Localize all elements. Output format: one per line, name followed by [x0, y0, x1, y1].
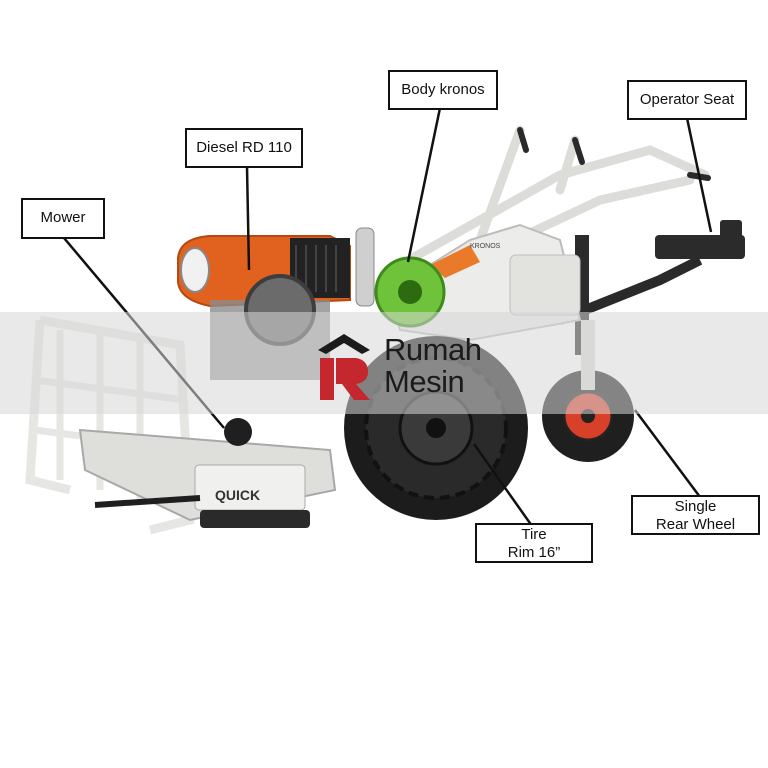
tire-label-line1: Tire: [521, 526, 547, 543]
watermark-line2: Mesin: [384, 364, 465, 399]
mower-shape: QUICK: [25, 315, 337, 535]
callout-body: Body kronos: [388, 70, 498, 110]
callout-mower: Mower: [21, 198, 105, 239]
rumah-mesin-logo-icon: [318, 334, 370, 400]
wheel-label-line2: Rear Wheel: [655, 516, 736, 533]
callout-seat: Operator Seat: [627, 80, 747, 120]
kronos-decal: KRONOS: [470, 243, 501, 250]
callout-rear-wheel: Single Rear Wheel: [631, 495, 760, 535]
watermark-logo: Rumah Mesin: [312, 330, 512, 402]
wheel-label-line1: Single: [674, 498, 717, 515]
mower-label: Mower: [40, 209, 86, 226]
seat-label: Operator Seat: [639, 91, 735, 108]
tire-label-line2: Rim 16”: [507, 544, 561, 561]
watermark-line1: Rumah: [384, 332, 482, 367]
body-label: Body kronos: [401, 81, 485, 98]
quick-decal: QUICK: [215, 487, 260, 503]
diesel-label: Diesel RD 110: [196, 139, 292, 156]
watermark-band: [0, 312, 768, 414]
callout-tire: Tire Rim 16”: [475, 523, 593, 563]
callout-diesel: Diesel RD 110: [185, 128, 303, 168]
